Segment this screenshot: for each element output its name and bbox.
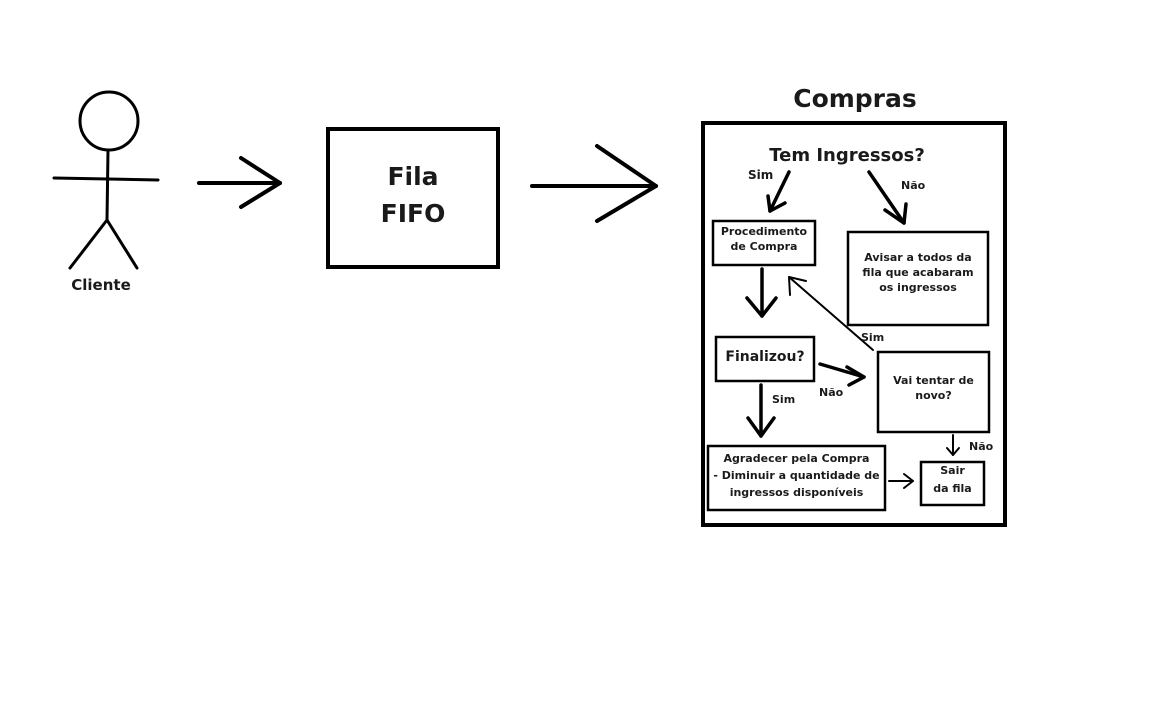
queue-label-line1: Fila <box>387 162 439 191</box>
actor-arms <box>52 176 160 182</box>
notify-box <box>846 230 990 327</box>
edge-label-no-finished: Não <box>819 386 844 399</box>
actor-body <box>105 148 110 222</box>
leave-text-line2: da fila <box>933 482 972 495</box>
arrow-thank-to-leave <box>888 473 914 489</box>
retry-text: Vai tentar de novo? <box>893 374 974 402</box>
finished-box <box>714 335 816 383</box>
actor-head <box>78 90 140 152</box>
edge-label-yes-procedure: Sim <box>748 168 774 182</box>
arrow-finished-to-retry <box>818 362 866 387</box>
notify-text: Avisar a todos da fila que acabaram os i… <box>862 251 974 294</box>
thank-text-line3: ingressos disponíveis <box>729 486 864 499</box>
edge-label-no-notify: Não <box>901 179 926 192</box>
procedure-text: Procedimento de Compra <box>720 225 808 253</box>
retry-box <box>876 350 991 434</box>
arrow-retry-to-leave <box>946 434 960 456</box>
thank-text-line1: Agradecer pela Compra <box>723 452 870 465</box>
arrow-question-to-procedure <box>766 170 791 213</box>
queue-label-line2: FIFO <box>380 199 446 228</box>
finished-text: Finalizou? <box>725 349 805 365</box>
actor-left-leg <box>68 218 109 270</box>
edge-label-no-retry: Não <box>969 440 994 453</box>
arrow-actor-to-queue <box>197 156 282 209</box>
thank-text-line2: - Diminuir a quantidade de <box>713 469 880 482</box>
actor-label: Cliente <box>71 276 131 294</box>
arrow-procedure-to-finished <box>745 267 778 318</box>
actor-figure <box>52 90 160 270</box>
edge-label-yes-finished: Sim <box>772 393 796 406</box>
queue-box <box>326 127 500 269</box>
arrow-queue-to-purchases <box>530 144 658 223</box>
actor-right-leg <box>105 218 139 270</box>
leave-box <box>919 460 986 507</box>
procedure-box <box>711 219 817 267</box>
purchases-container <box>701 121 1007 527</box>
arrow-question-to-notify <box>867 170 908 225</box>
leave-text-line1: Sair <box>940 464 965 477</box>
purchases-title: Compras <box>793 84 917 113</box>
edge-label-yes-retry: Sim <box>861 331 885 344</box>
arrow-retry-to-procedure <box>788 276 874 351</box>
question-text: Tem Ingressos? <box>769 145 925 166</box>
thank-box <box>706 444 887 512</box>
arrow-finished-to-thank <box>746 383 776 438</box>
